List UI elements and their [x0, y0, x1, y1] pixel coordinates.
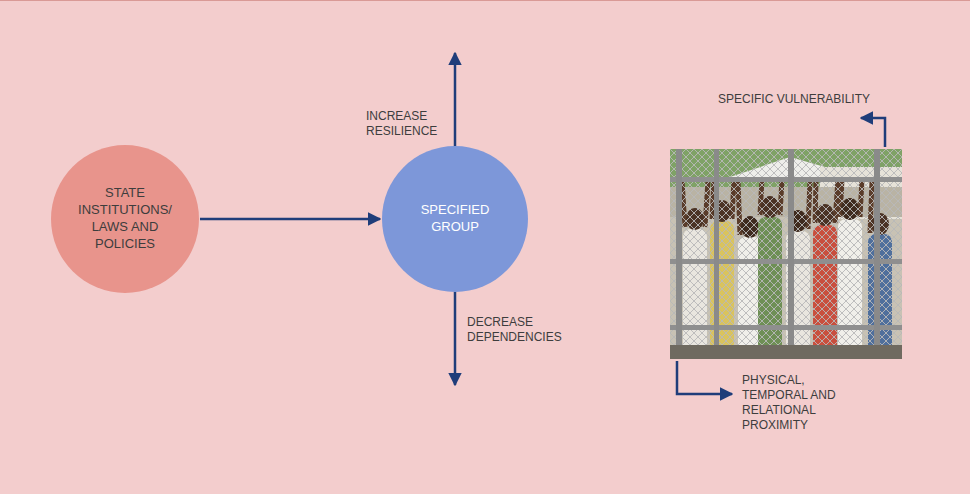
leader-arrow — [677, 361, 732, 394]
fence-rail — [670, 177, 902, 182]
fence-post — [714, 149, 719, 359]
institution-circle: STATE INSTITUTIONS/ LAWS AND POLICIES — [51, 145, 199, 293]
flow-arrow — [200, 218, 380, 221]
fence-rail — [670, 259, 902, 264]
fence-photo — [670, 149, 902, 359]
circle-text: STATE INSTITUTIONS/ LAWS AND POLICIES — [71, 185, 179, 253]
group-circle: SPECIFIED GROUP — [382, 146, 528, 292]
circle-text: SPECIFIED GROUP — [405, 202, 505, 236]
fence-base — [670, 345, 902, 359]
up-arrow — [454, 53, 457, 147]
resilience-label: INCREASE RESILIENCE — [366, 109, 446, 139]
fence-post — [788, 149, 794, 359]
fence-post — [874, 149, 880, 359]
proximity-label: PHYSICAL, TEMPORAL AND RELATIONAL PROXIM… — [742, 373, 850, 433]
fence-rail — [670, 325, 902, 330]
fence-post — [676, 149, 682, 359]
circle-fill — [382, 146, 528, 292]
dependency-label: DECREASE DEPENDENCIES — [467, 315, 585, 345]
leader-arrow — [861, 118, 885, 147]
circle-fill — [51, 145, 199, 293]
chain-link-mesh — [670, 149, 902, 359]
down-arrow — [454, 292, 457, 385]
vulnerability-label: SPECIFIC VULNERABILITY — [718, 92, 870, 107]
photo-ground — [670, 149, 902, 359]
